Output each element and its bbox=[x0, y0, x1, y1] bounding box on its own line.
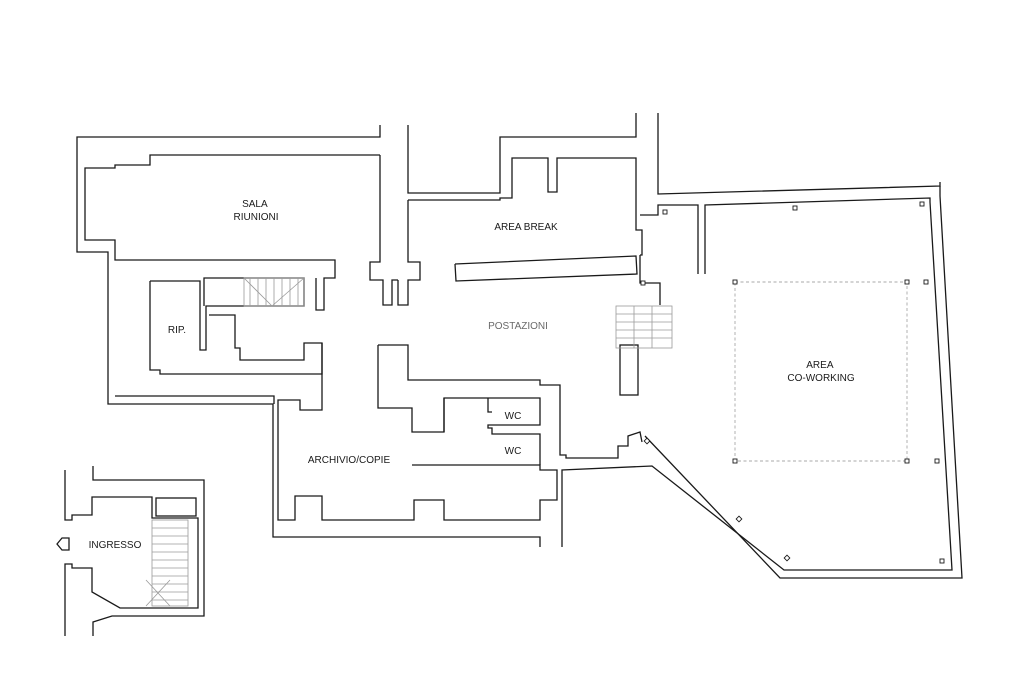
sala-riunioni-line-1: SALA bbox=[242, 199, 268, 210]
wc-lower-line-1: WC bbox=[505, 446, 522, 457]
postazioni-line-1: POSTAZIONI bbox=[488, 321, 548, 332]
area-co-working-line-2: CO-WORKING bbox=[787, 373, 854, 384]
sala-riunioni-line-2: RIUNIONI bbox=[234, 212, 279, 223]
wc-upper-line-1: WC bbox=[505, 411, 522, 422]
room-label-sala-riunioni: SALA RIUNIONI bbox=[234, 199, 279, 223]
archivio-copie-line-1: ARCHIVIO/COPIE bbox=[308, 455, 391, 466]
room-label-wc-lower: WC bbox=[505, 446, 522, 457]
area-break-line-1: AREA BREAK bbox=[494, 222, 558, 233]
room-label-postazioni: POSTAZIONI bbox=[488, 321, 548, 332]
entrance-arrow-icon bbox=[56, 537, 70, 551]
co-working-zone-outline bbox=[734, 281, 908, 462]
pillars bbox=[640, 201, 945, 564]
walls bbox=[64, 113, 963, 636]
room-label-rip: RIP. bbox=[168, 325, 186, 336]
room-label-area-co-working: AREA CO-WORKING bbox=[787, 360, 854, 384]
rip-line-1: RIP. bbox=[168, 325, 186, 336]
stairs bbox=[145, 277, 673, 607]
ingresso-line-1: INGRESSO bbox=[89, 540, 142, 551]
area-co-working-line-1: AREA bbox=[806, 360, 834, 371]
room-label-archivio-copie: ARCHIVIO/COPIE bbox=[308, 455, 391, 466]
room-label-area-break: AREA BREAK bbox=[494, 222, 558, 233]
room-label-wc-upper: WC bbox=[505, 411, 522, 422]
room-label-ingresso: INGRESSO bbox=[89, 540, 142, 551]
